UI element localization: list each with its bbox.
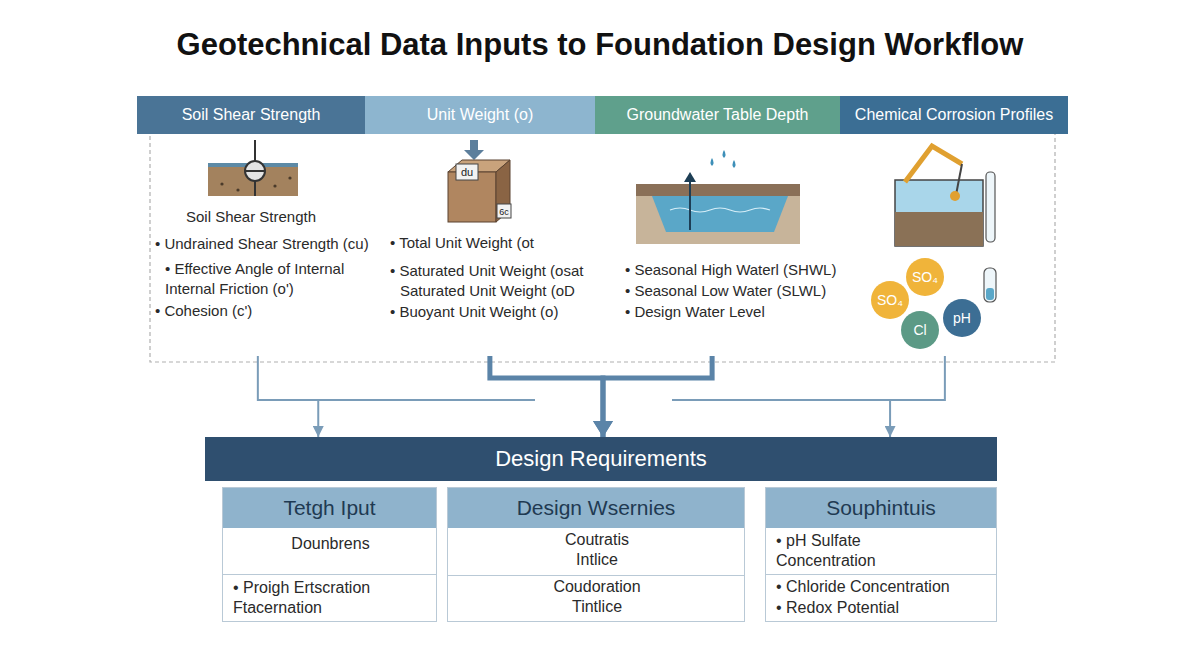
vane-head [245,161,265,181]
icon-label: du [456,165,478,179]
test-tube [986,172,995,242]
node-text: • Design Water Level [625,302,840,322]
excavator-arm [905,146,962,182]
label-tag [456,164,478,180]
node-text: Coutratis Intlice [542,530,652,570]
input-column: Unit Weight (o) • Total Unit Weight (ot • … [365,96,595,356]
badge-text: pH [942,298,982,338]
tank-soil [895,212,983,246]
requirements-banner: Design Requirements [205,437,997,481]
badge-fill [871,281,909,319]
input-column: Chemical Corrosion ProfilesSO₄SO₄ClpH [840,96,1068,356]
node-text: Soil Shear Strength [137,207,365,227]
badge-text: SO₄ [870,280,910,320]
header-text: Design Wsernies [517,496,676,520]
water-drop [723,150,726,158]
header-text: Souphintuis [826,496,936,520]
header-text: Tetgh Iput [283,496,375,520]
connector [490,356,603,437]
badge-fill [901,311,939,349]
cube-side [496,160,510,222]
badge-text: Cl [900,310,940,350]
vane-blade [245,170,265,172]
node-text: • Seasonal Low Water (SLWL) [625,281,840,301]
node-text: • Undrained Shear Strength (cu) [155,234,370,254]
soil-grain [273,184,276,187]
chemical-badge: Cl [900,310,940,350]
node-text: • Chloride Concentration [776,577,991,597]
requirement-table: Souphintuis • pH Sulfate Concentration • C… [765,487,997,622]
node-text: • Total Unit Weight (ot [390,233,595,253]
label-tag [497,204,511,218]
water-ripple [670,208,770,212]
header-band: Design Wsernies [448,488,744,528]
header-band: Souphintuis [766,488,996,528]
banner-text: Design Requirements [495,446,707,472]
header-text: Soil Shear Strength [182,106,321,124]
chemical-badge: SO₄ [870,280,910,320]
distribution-line [318,399,535,401]
node-text: • Effective Angle of Internal Internal F… [165,259,370,299]
topsoil [636,184,800,196]
water-body [652,196,788,232]
node-text: Dounbrens [223,534,438,554]
node-text: • Proigh Ertscration Ftacernation [233,578,428,618]
distribution-line [672,399,890,401]
chemical-badge: pH [942,298,982,338]
probe-tip [950,191,960,201]
cell-divider [448,575,744,576]
node-text: • Redox Potential [776,598,991,618]
badge-fill [906,258,944,296]
input-column: Groundwater Table Depth • Seasonal High W… [595,96,840,356]
header-text: Unit Weight (o) [427,106,533,124]
chemical-badge: SO₄ [905,257,945,297]
node-text: • pH Sulfate Concentration [776,531,926,571]
water-drop [733,160,736,168]
soil-grain [288,176,291,179]
soil-grain [236,188,239,191]
header-band: Unit Weight (o) [365,96,595,134]
connector [258,356,318,437]
icon-label: 6c [497,205,511,219]
badge-fill [943,299,981,337]
header-band: Soil Shear Strength [137,96,365,134]
connector [890,356,945,437]
sample-tank [895,180,983,246]
header-text: Groundwater Table Depth [626,106,808,124]
load-arrow [464,140,484,160]
soil-grain [220,182,223,185]
water-drop [711,158,714,166]
node-text: • Saturated Unit Weight (osat [390,261,595,281]
level-arrow [689,178,691,230]
diagram-title: Geotechnical Data Inputs to Foundation D… [0,27,1200,63]
connector [603,356,712,437]
requirement-table: Tetgh IputDounbrens • Proigh Ertscration … [222,487,437,622]
header-band: Groundwater Table Depth [595,96,840,134]
cell-divider [223,574,436,575]
badge-text: SO₄ [905,257,945,297]
header-band: Tetgh Iput [223,488,436,528]
test-tube [984,268,996,302]
node-text: Saturated Unit Weight (oD [400,281,595,301]
input-column: Soil Shear StrengthSoil Shear Strength• … [137,96,365,356]
header-band: Chemical Corrosion Profiles [840,96,1068,134]
tube-liquid [986,288,994,300]
header-text: Chemical Corrosion Profiles [855,106,1053,124]
node-text: • Buoyant Unit Weight (o) [390,302,595,322]
node-text: • Seasonal High Waterl (SHWL) [625,260,840,280]
cell-divider [766,574,996,575]
node-text: • Cohesion (c') [155,301,355,321]
level-arrowhead [684,172,696,182]
requirement-table: Design WserniesCoutratis IntliceCoudorat… [447,487,745,622]
dashed-frame [150,133,1055,362]
ground-section [636,184,800,244]
node-text: Coudoration Tintlice [537,577,657,617]
